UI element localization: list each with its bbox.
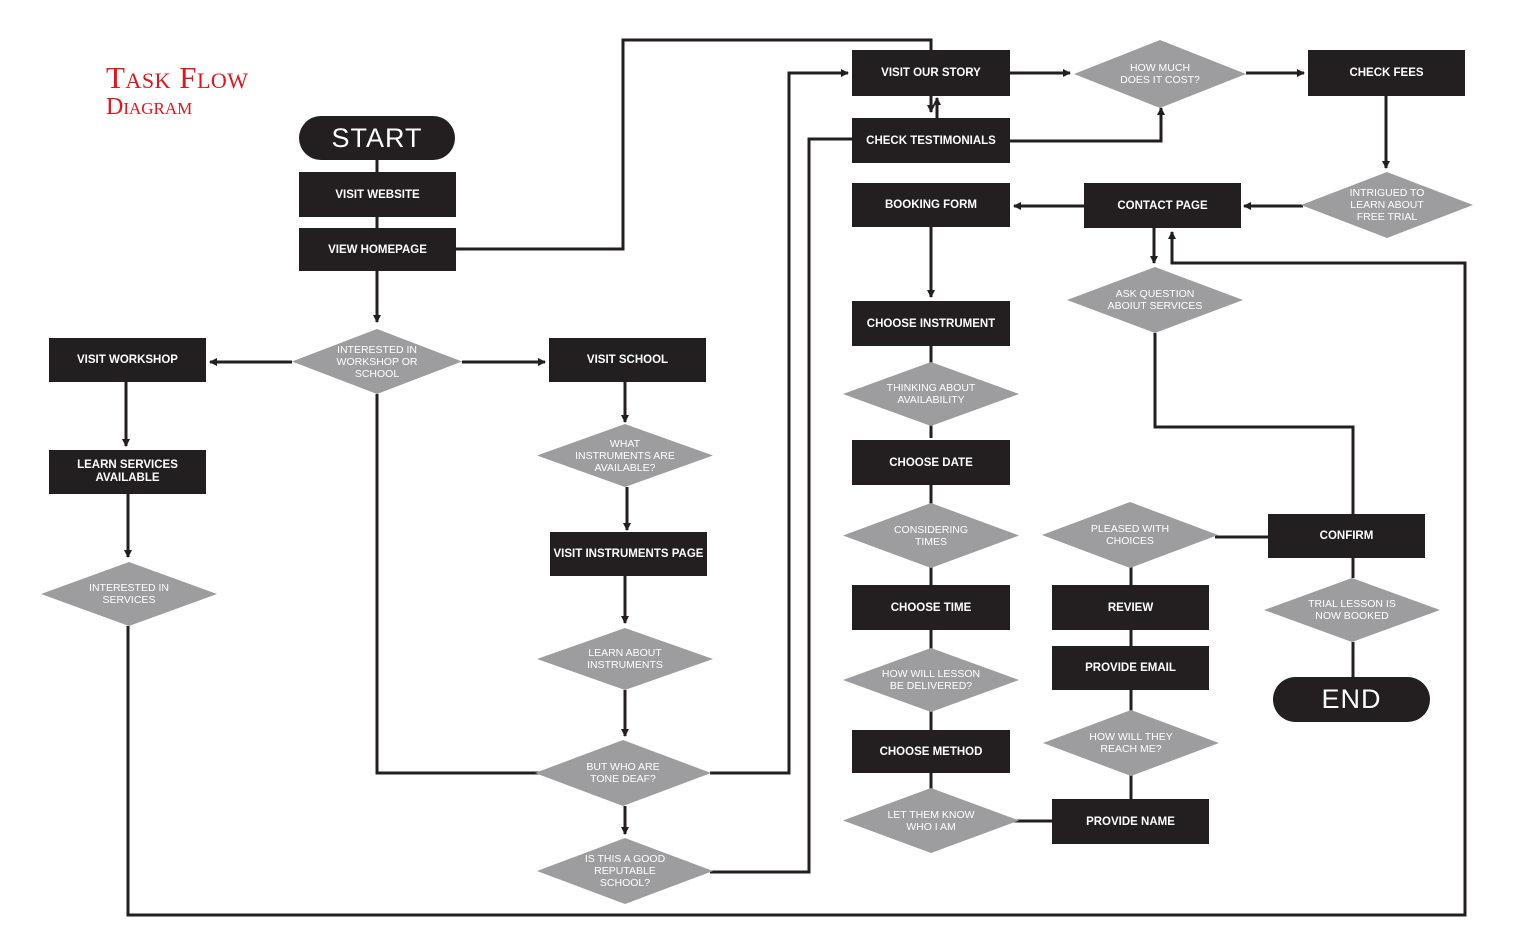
confirm-step: CONFIRM (1268, 514, 1425, 558)
let-them-know-decision: LET THEM KNOW WHO I AM (843, 788, 1019, 853)
visit-website-step: VISIT WEBSITE (299, 172, 456, 217)
considering-times-decision: CONSIDERING TIMES (843, 503, 1019, 568)
how-much-decision: HOW MUCH DOES IT COST? (1074, 40, 1246, 108)
booking-form-step: BOOKING FORM (852, 183, 1010, 227)
check-fees-step: CHECK FEES (1308, 50, 1465, 96)
tone-deaf-decision: BUT WHO ARE TONE DEAF? (535, 740, 711, 806)
pleased-choices-decision: PLEASED WITH CHOICES (1042, 502, 1218, 568)
trial-booked-decision: TRIAL LESSON IS NOW BOOKED (1264, 578, 1440, 642)
review-step: REVIEW (1052, 585, 1209, 630)
visit-instruments-page-step: VISIT INSTRUMENTS PAGE (550, 532, 707, 576)
choose-time-step: CHOOSE TIME (852, 585, 1010, 630)
interested-workshop-school-decision: INTERESTED IN WORKSHOP OR SCHOOL (292, 329, 462, 394)
interested-services-decision: INTERESTED IN SERVICES (41, 562, 217, 626)
thinking-availability-decision: THINKING ABOUT AVAILABILITY (843, 362, 1019, 426)
ask-question-decision: ASK QUESTION ABOIUT SERVICES (1067, 267, 1243, 333)
visit-school-step: VISIT SCHOOL (549, 338, 706, 382)
what-instruments-decision: WHAT INSTRUMENTS ARE AVAILABLE? (537, 424, 713, 487)
how-reach-decision: HOW WILL THEY REACH ME? (1043, 710, 1219, 776)
choose-instrument-step: CHOOSE INSTRUMENT (852, 301, 1010, 346)
learn-services-step: LEARN SERVICES AVAILABLE (49, 450, 206, 494)
check-testimonials-step: CHECK TESTIMONIALS (852, 118, 1010, 163)
intrigued-free-trial-decision: INTRIGUED TO LEARN ABOUT FREE TRIAL (1301, 172, 1473, 238)
learn-instruments-decision: LEARN ABOUT INSTRUMENTS (537, 628, 713, 690)
start-terminal: START (299, 116, 455, 160)
view-homepage-step: VIEW HOMEPAGE (299, 228, 456, 271)
visit-workshop-step: VISIT WORKSHOP (49, 338, 206, 382)
choose-date-step: CHOOSE DATE (852, 440, 1010, 485)
contact-page-step: CONTACT PAGE (1084, 183, 1241, 228)
visit-our-story-step: VISIT OUR STORY (852, 50, 1010, 96)
provide-name-step: PROVIDE NAME (1052, 799, 1209, 844)
diagram-title: Task Flow (106, 60, 249, 95)
choose-method-step: CHOOSE METHOD (852, 730, 1010, 773)
reputable-school-decision: IS THIS A GOOD REPUTABLE SCHOOL? (537, 838, 713, 904)
end-terminal: END (1273, 677, 1430, 722)
diagram-subtitle: Diagram (106, 94, 193, 120)
provide-email-step: PROVIDE EMAIL (1052, 646, 1209, 690)
how-delivered-decision: HOW WILL LESSON BE DELIVERED? (843, 648, 1019, 712)
